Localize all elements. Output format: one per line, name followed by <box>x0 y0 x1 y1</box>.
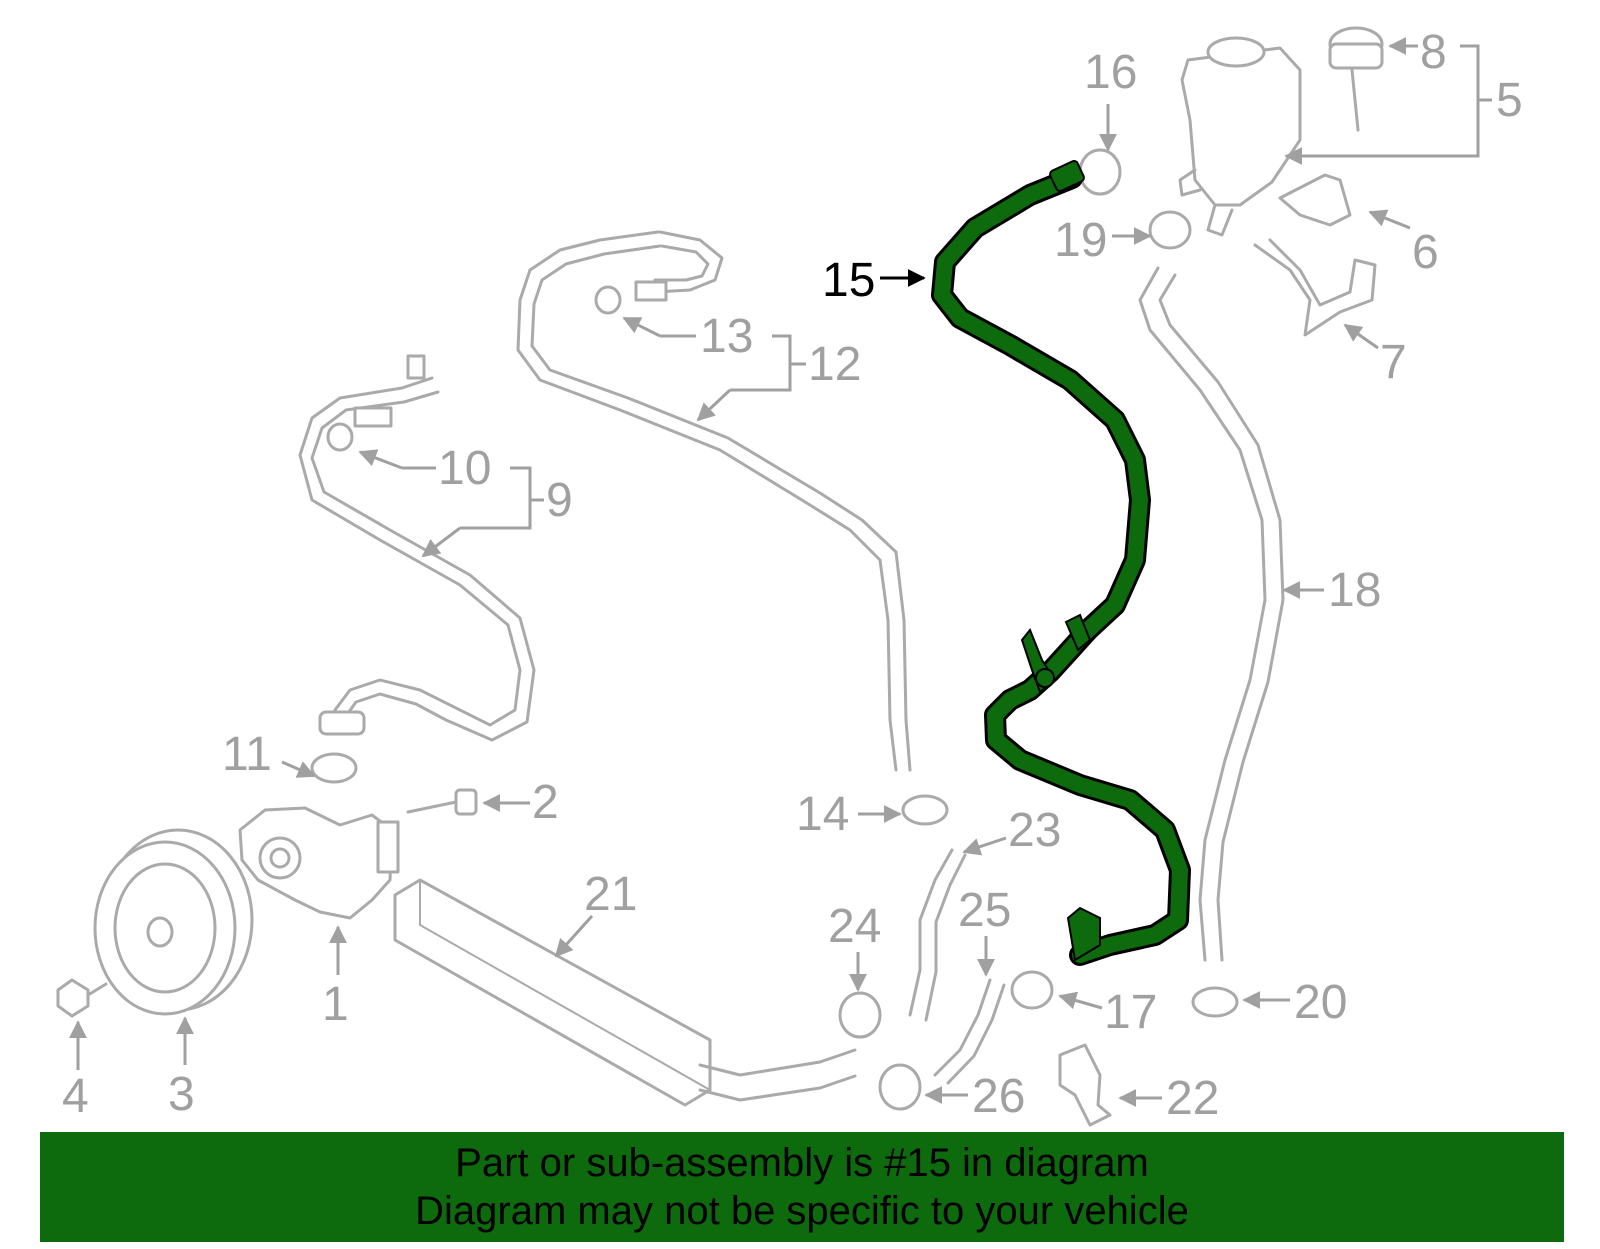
label-2: 2 <box>532 776 559 829</box>
label-5: 5 <box>1496 74 1523 127</box>
clamp-20 <box>1191 986 1239 1018</box>
label-1: 1 <box>322 978 349 1031</box>
label-23: 23 <box>1008 804 1061 857</box>
label-13: 13 <box>700 310 753 363</box>
o-ring-10 <box>326 422 354 452</box>
label-21: 21 <box>584 868 637 921</box>
clamp-16 <box>1078 148 1122 196</box>
label-16: 16 <box>1084 46 1137 99</box>
pump-1 <box>238 806 400 920</box>
banner-line-1: Part or sub-assembly is #15 in diagram <box>455 1141 1149 1185</box>
label-18: 18 <box>1328 564 1381 617</box>
bracket-6 <box>1278 173 1352 227</box>
info-banner: Part or sub-assembly is #15 in diagram D… <box>40 1132 1564 1242</box>
hose-25-edge <box>946 983 1006 1085</box>
pulley-3 <box>93 828 254 1016</box>
hose-23 <box>908 848 954 1017</box>
bolt-2 <box>406 788 478 816</box>
label-10: 10 <box>438 442 491 495</box>
hose-25 <box>933 978 992 1077</box>
label-20: 20 <box>1294 976 1347 1029</box>
label-11: 11 <box>222 728 272 781</box>
clamp-17 <box>1010 970 1054 1010</box>
reservoir-5 <box>1178 36 1302 237</box>
label-9: 9 <box>546 474 573 527</box>
label-4: 4 <box>62 1070 89 1123</box>
clamp-19 <box>1148 210 1192 250</box>
highlighted-hose-15 <box>931 160 1191 966</box>
leader-lines <box>69 37 1492 1107</box>
label-8: 8 <box>1420 26 1447 79</box>
return-line-12 <box>516 230 912 772</box>
bolt-4 <box>56 978 108 1018</box>
hose-18 <box>1138 266 1267 962</box>
part-labels: 1 2 3 4 5 6 7 8 9 10 11 12 13 14 15 16 1… <box>62 26 1523 1125</box>
bracket-22 <box>1058 1043 1112 1127</box>
clamp-24 <box>838 991 882 1039</box>
hose-23-edge <box>924 853 967 1022</box>
o-ring-13 <box>594 285 622 315</box>
bracket-7 <box>1253 238 1377 337</box>
label-17: 17 <box>1104 986 1157 1039</box>
label-14: 14 <box>796 788 849 841</box>
clamp-14 <box>901 794 949 826</box>
label-6: 6 <box>1412 226 1439 279</box>
label-7: 7 <box>1380 336 1407 389</box>
o-ring-11 <box>310 752 358 784</box>
label-15: 15 <box>822 254 875 307</box>
label-22: 22 <box>1166 1072 1219 1125</box>
hose-18-edge <box>1158 273 1285 962</box>
clamp-26 <box>878 1063 922 1111</box>
label-24: 24 <box>828 900 881 953</box>
label-19: 19 <box>1054 214 1107 267</box>
label-25: 25 <box>958 884 1011 937</box>
reservoir-cap-8 <box>1328 26 1384 132</box>
cooler-21 <box>393 878 857 1107</box>
label-3: 3 <box>168 1068 195 1121</box>
pressure-line-9 <box>298 354 536 742</box>
label-12: 12 <box>808 338 861 391</box>
banner-line-2: Diagram may not be specific to your vehi… <box>415 1189 1189 1233</box>
label-26: 26 <box>972 1070 1025 1123</box>
